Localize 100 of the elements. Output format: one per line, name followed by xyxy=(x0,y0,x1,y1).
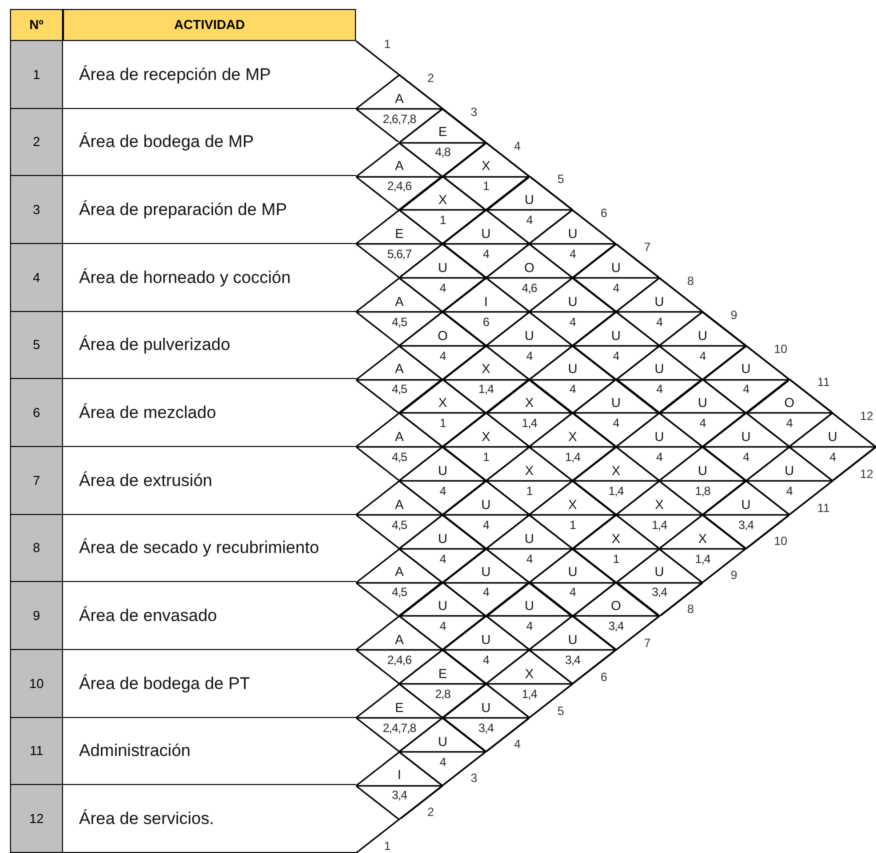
reason-codes: 5,6,7 xyxy=(387,248,412,260)
diagonal-index-number: 3 xyxy=(470,772,478,784)
relationship-code: U xyxy=(481,700,491,714)
relationship-code: U xyxy=(481,227,491,240)
reason-codes: 4 xyxy=(440,620,446,632)
relationship-code: U xyxy=(654,362,664,376)
reason-codes: 4 xyxy=(526,350,532,362)
reason-codes: 1 xyxy=(482,451,490,463)
reason-codes: 2,4,6 xyxy=(387,180,412,192)
reason-codes: 4 xyxy=(786,417,792,430)
relationship-code: A xyxy=(395,633,404,646)
diagonal-index-number: 1 xyxy=(384,38,391,50)
reason-codes: 4 xyxy=(482,654,490,666)
diagonal-index-number: 5 xyxy=(557,173,564,186)
diagonal-index-number: 2 xyxy=(427,72,434,84)
diagonal-index-number: 11 xyxy=(817,376,830,388)
reason-codes: 1,4 xyxy=(522,688,537,700)
relationship-code: I xyxy=(484,294,488,308)
reason-codes: 4 xyxy=(700,417,706,430)
reason-codes: 6 xyxy=(482,316,490,328)
reason-codes: 4 xyxy=(440,282,446,294)
relationship-code: A xyxy=(395,362,404,376)
relationship-code: U xyxy=(438,260,448,274)
reason-codes: 1 xyxy=(440,417,446,430)
diagonal-index-number: 8 xyxy=(687,603,694,616)
row-number-cell: 10 xyxy=(10,650,63,718)
reason-codes: 4 xyxy=(570,248,576,260)
activity-name-cell: Área de secado y recubrimiento xyxy=(63,514,356,582)
diagonal-index-number: 10 xyxy=(774,342,788,354)
activity-name-cell: Área de recepción de MP xyxy=(63,41,356,109)
reason-codes: 1,4 xyxy=(478,383,494,396)
row-number-cell: 9 xyxy=(10,582,63,650)
relationship-code: U xyxy=(568,633,578,646)
relationship-code: A xyxy=(395,498,404,511)
relationship-code: U xyxy=(611,328,621,342)
reason-codes: 1 xyxy=(440,214,446,226)
reason-codes: 4 xyxy=(440,484,446,497)
reason-codes: 4 xyxy=(656,316,662,328)
reason-codes: 4 xyxy=(612,282,620,294)
reason-codes: 4,6 xyxy=(522,282,537,294)
activity-name-cell: Área de servicios. xyxy=(63,785,356,853)
row-number-cell: 3 xyxy=(10,176,63,244)
relationship-code: E xyxy=(438,125,447,138)
relationship-code: U xyxy=(438,532,448,545)
reason-codes: 1 xyxy=(612,552,620,565)
relationship-code: U xyxy=(524,328,534,342)
relationship-code: O xyxy=(784,396,794,410)
reason-codes: 4 xyxy=(526,620,532,632)
reason-codes: 2,8 xyxy=(435,688,450,700)
activity-name-cell: Administración xyxy=(63,718,356,786)
relationship-code: X xyxy=(438,193,447,206)
relationship-code: U xyxy=(741,498,751,511)
relationship-code: U xyxy=(741,430,751,443)
reason-codes: 4 xyxy=(742,383,750,396)
reason-codes: 3,4 xyxy=(565,654,580,666)
reason-codes: 4 xyxy=(526,552,532,565)
reason-codes: 4 xyxy=(570,586,576,598)
reason-codes: 1 xyxy=(570,518,576,531)
relationship-code: U xyxy=(524,532,534,545)
relationship-code: X xyxy=(482,362,490,376)
activity-name-cell: Área de mezclado xyxy=(63,379,356,447)
reason-codes: 4,5 xyxy=(392,518,407,531)
reason-codes: 4 xyxy=(440,552,446,565)
reason-codes: 4 xyxy=(440,756,446,768)
relationship-code: U xyxy=(568,227,578,240)
reason-codes: 4 xyxy=(742,451,750,463)
reason-codes: 4 xyxy=(656,451,662,463)
reason-codes: 4 xyxy=(830,451,836,463)
row-number-cell: 2 xyxy=(10,108,63,176)
relationship-code: U xyxy=(568,294,578,308)
reason-codes: 1,4 xyxy=(565,451,580,463)
relationship-code: U xyxy=(438,599,448,612)
relationship-code: O xyxy=(610,599,622,612)
relationship-code: U xyxy=(698,464,708,477)
reason-codes: 4 xyxy=(656,383,662,396)
row-number-cell: 11 xyxy=(10,718,63,786)
relationship-code: U xyxy=(698,396,708,410)
reason-codes: 4,8 xyxy=(435,146,450,158)
activity-name-cell: Área de envasado xyxy=(63,582,356,650)
reason-codes: 4 xyxy=(786,484,792,497)
reason-codes: 4 xyxy=(526,214,532,226)
relationship-code: X xyxy=(612,464,620,477)
reason-codes: 4 xyxy=(440,350,446,362)
relationship-code: E xyxy=(395,227,404,240)
relationship-code: X xyxy=(568,430,577,443)
row-number-cell: 7 xyxy=(10,447,63,515)
relationship-code: E xyxy=(438,666,447,680)
relationship-code: U xyxy=(568,565,578,578)
reason-codes: 3,4 xyxy=(738,518,754,531)
reason-codes: 1 xyxy=(526,484,532,497)
relationship-code: X xyxy=(524,396,534,410)
relationship-code: A xyxy=(395,159,404,172)
row-number-cell: 4 xyxy=(10,244,63,312)
relationship-code: U xyxy=(481,565,491,578)
row-number-cell: 8 xyxy=(10,514,63,582)
relationship-code: U xyxy=(828,430,838,443)
relationship-code: U xyxy=(654,430,664,443)
relationship-code: U xyxy=(524,599,534,612)
relationship-code: U xyxy=(741,362,751,376)
relationship-code: U xyxy=(524,193,534,206)
